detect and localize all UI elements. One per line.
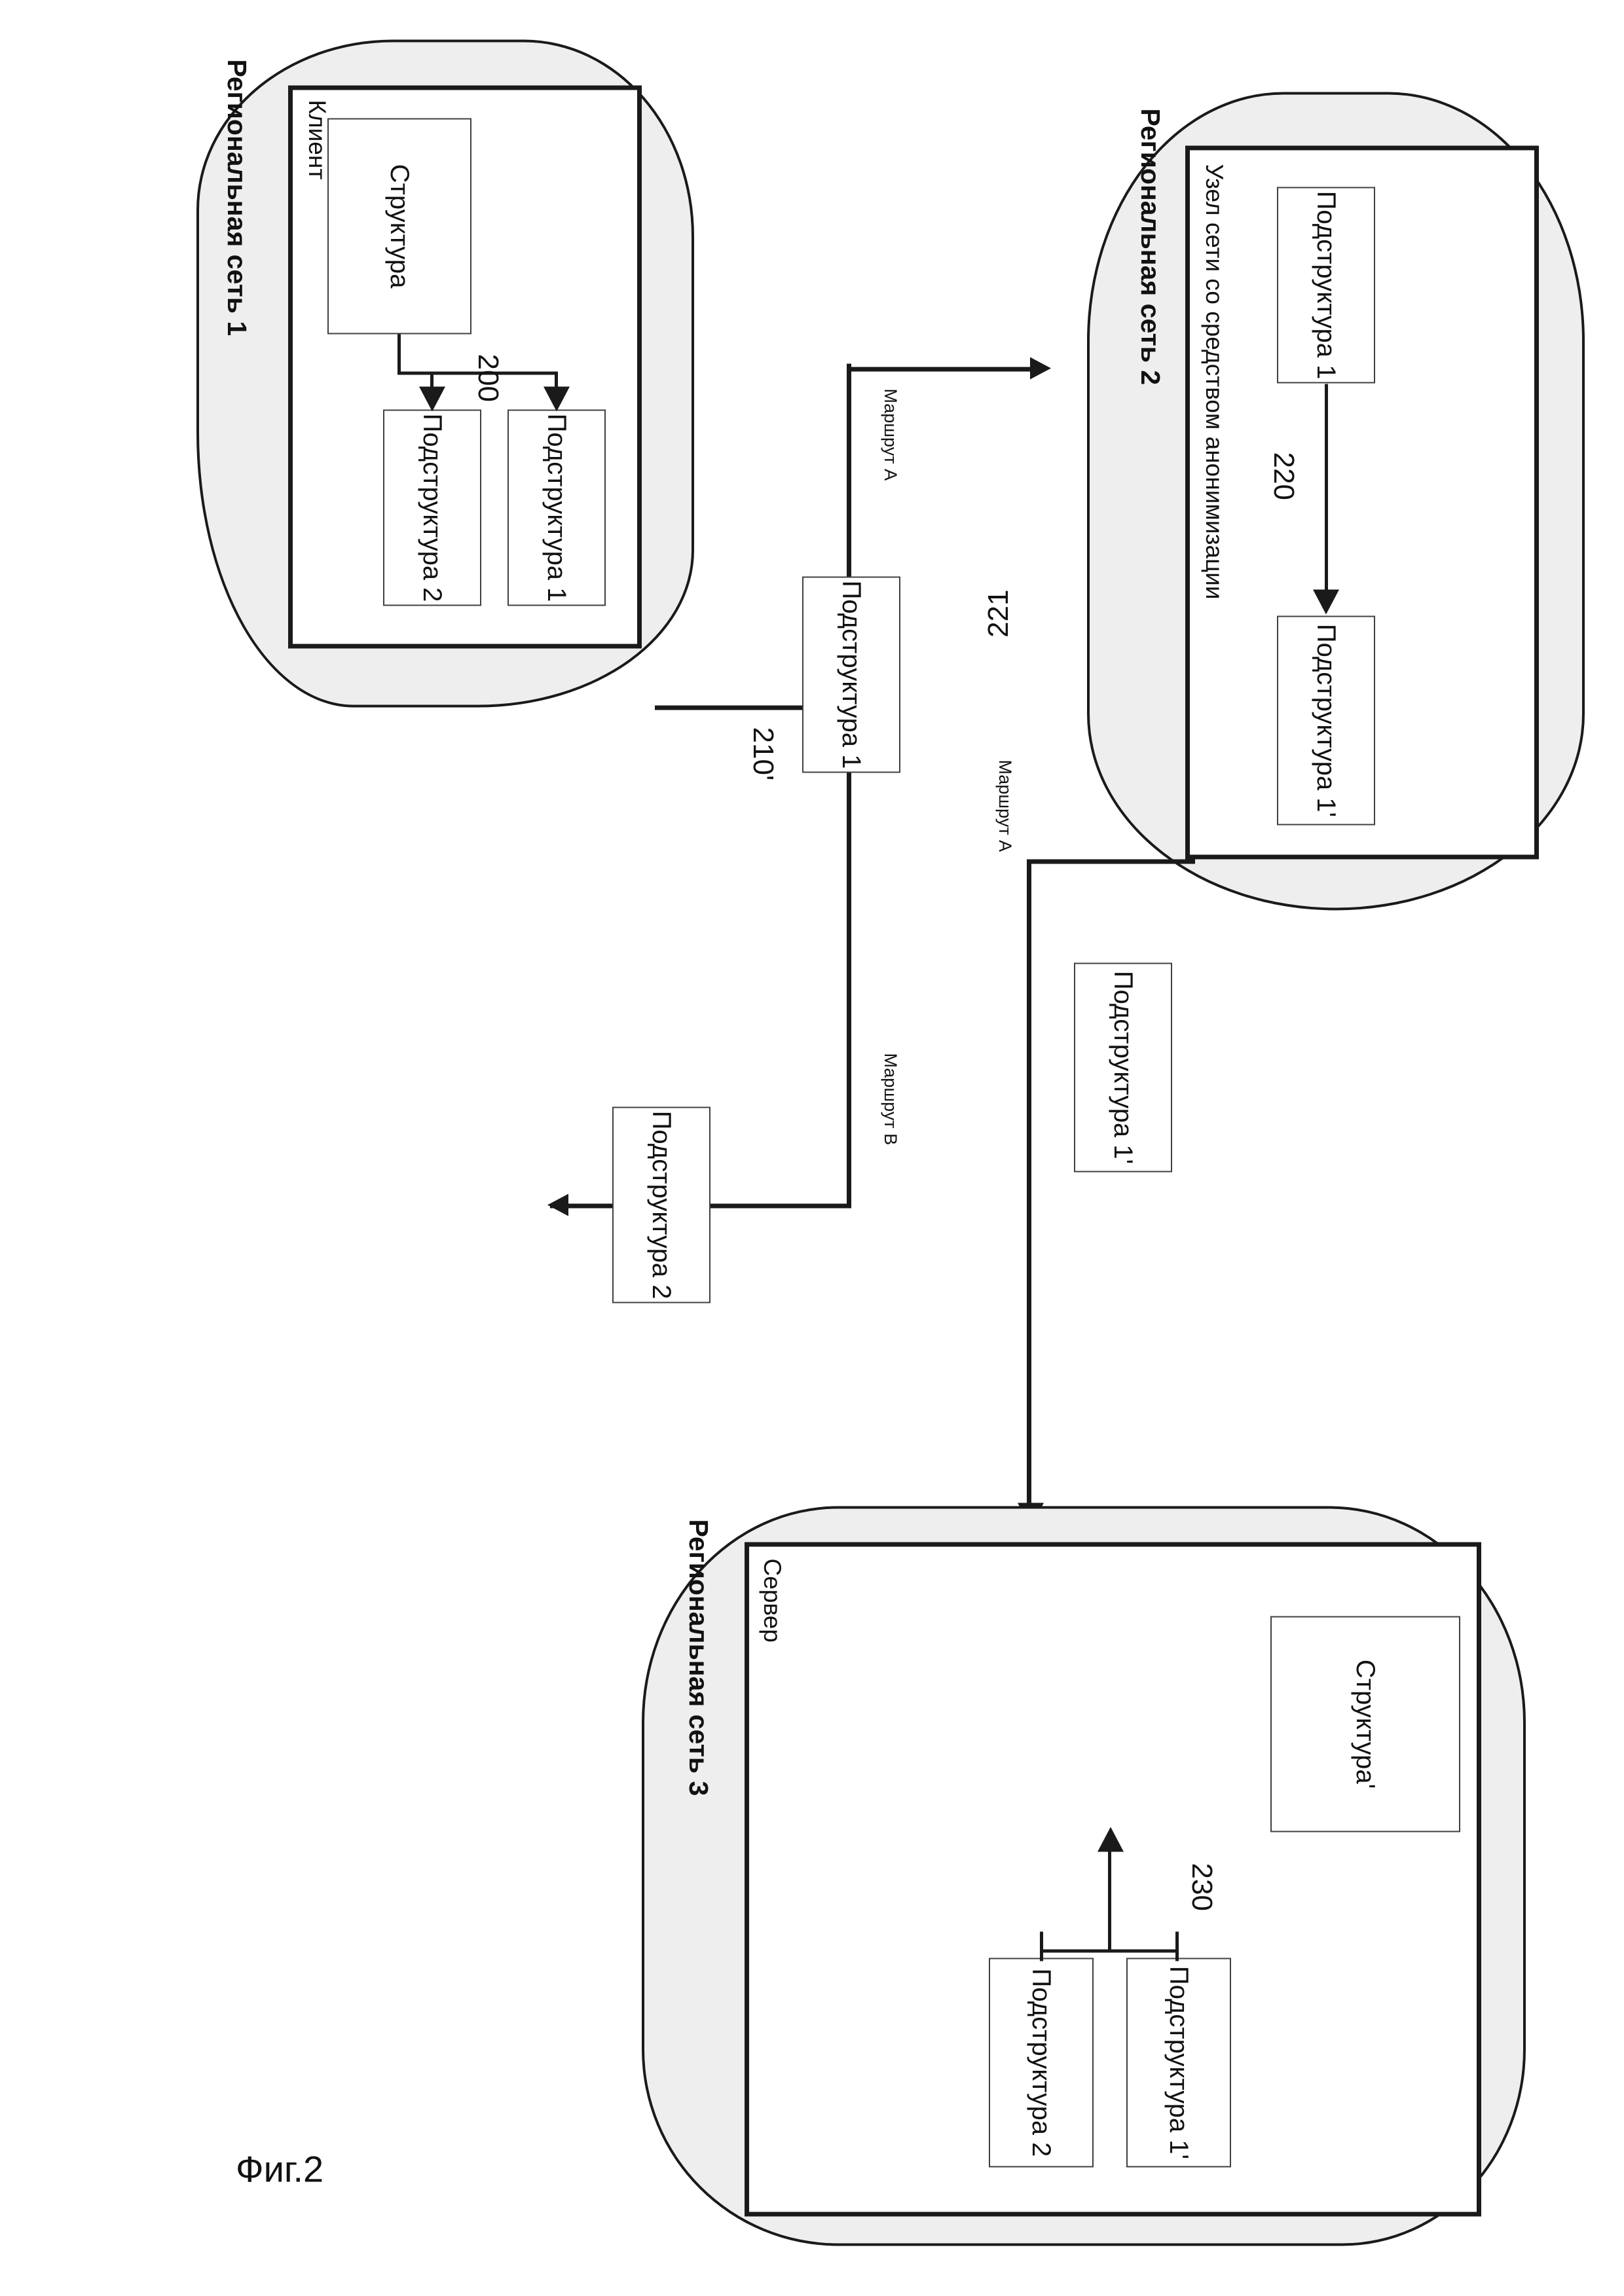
region-3-box-podstruktura-2-label: Подструктура 2	[1027, 1968, 1056, 2157]
bus-ref-221: 221	[982, 589, 1014, 638]
region-2-anonymize-line	[1325, 384, 1328, 593]
region-3-role-label: Сервер	[759, 1558, 786, 1643]
region-3-box-podstruktura-1-prime: Подструктура 1'	[1126, 1958, 1231, 2167]
route-b-arrow-icon	[547, 1194, 568, 1216]
region-1-box-podstruktura-2: Подструктура 2	[383, 409, 481, 606]
region-1-arrow-to-podstruktura-1-icon	[544, 386, 570, 411]
region-3-merge-stem	[1108, 1846, 1111, 1951]
region-1-ref-200: 200	[472, 354, 504, 402]
region-2-egress-line	[1027, 859, 1031, 1157]
transit-box-podstruktura-1: Подструктура 1	[802, 576, 900, 773]
region-2-role-label: Узел сети со средством анонимизации	[1201, 164, 1228, 599]
region-3-merge-branch-top	[1175, 1931, 1179, 1961]
region-1-box-podstruktura-1-label: Подструктура 1	[542, 413, 571, 602]
route-a-client-label: Маршрут А	[881, 388, 900, 481]
region-1-arrow-to-podstruktura-2-icon	[419, 386, 445, 411]
region-2-box-podstruktura-1: Подструктура 1	[1277, 187, 1375, 383]
region-1-role-label: Клиент	[304, 100, 331, 179]
transit-box-podstruktura-1-label: Подструктура 1	[837, 580, 866, 769]
region-3-box-podstruktura-1-prime-label: Подструктура 1'	[1164, 1965, 1193, 2159]
region-1-box-podstruktura-1: Подструктура 1	[507, 409, 606, 606]
region-1-split-stem	[397, 334, 401, 373]
figure-caption: Фиг.2	[236, 2148, 324, 2189]
route-a-server-line	[1027, 1157, 1031, 1514]
region-3-box-podstruktura-2: Подструктура 2	[989, 1958, 1094, 2167]
region-1-box-struktura: Структура	[327, 118, 471, 334]
region-2-box-podstruktura-1-label: Подструктура 1	[1312, 191, 1340, 379]
bus-main-horizontal	[847, 363, 851, 1208]
transit-box-podstruktura-1-prime-label: Подструктура 1'	[1109, 970, 1137, 1164]
region-2-egress-riser	[1028, 859, 1195, 864]
transit-box-podstruktura-2: Подструктура 2	[612, 1106, 710, 1303]
route-a-riser	[848, 367, 1031, 371]
route-b-label: Маршрут В	[881, 1053, 900, 1145]
region-3-box-struktura-prime: Структура'	[1270, 1616, 1460, 1832]
route-a-arrow-icon	[1030, 357, 1051, 379]
region-2-ref-220: 220	[1268, 452, 1300, 500]
bus-ref-210-prime: 210'	[747, 727, 779, 780]
region-3-box-struktura-prime-label: Структура'	[1351, 1659, 1380, 1789]
region-3-ref-230: 230	[1186, 1863, 1218, 1911]
region-3-merge-branch-bottom	[1040, 1931, 1043, 1961]
region-2-title: Региональная сеть 2	[1135, 108, 1166, 385]
region-2-box-podstruktura-1-prime: Подструктура 1'	[1277, 615, 1375, 825]
transit-box-podstruktura-1-prime: Подструктура 1'	[1074, 962, 1172, 1172]
region-3-merge-arrow-icon	[1098, 1827, 1124, 1851]
region-1-box-podstruktura-2-label: Подструктура 2	[418, 413, 447, 602]
region-1-title: Региональная сеть 1	[222, 59, 252, 336]
region-2-box-podstruktura-1-prime-label: Подструктура 1'	[1312, 623, 1340, 817]
region-1-box-struktura-label: Структура	[385, 164, 414, 288]
route-a-server-label: Маршрут А	[995, 759, 1015, 852]
region-2-anonymize-arrow-icon	[1313, 589, 1339, 614]
transit-box-podstruktura-2-label: Подструктура 2	[647, 1110, 676, 1299]
region-3-title: Региональная сеть 3	[684, 1519, 714, 1796]
